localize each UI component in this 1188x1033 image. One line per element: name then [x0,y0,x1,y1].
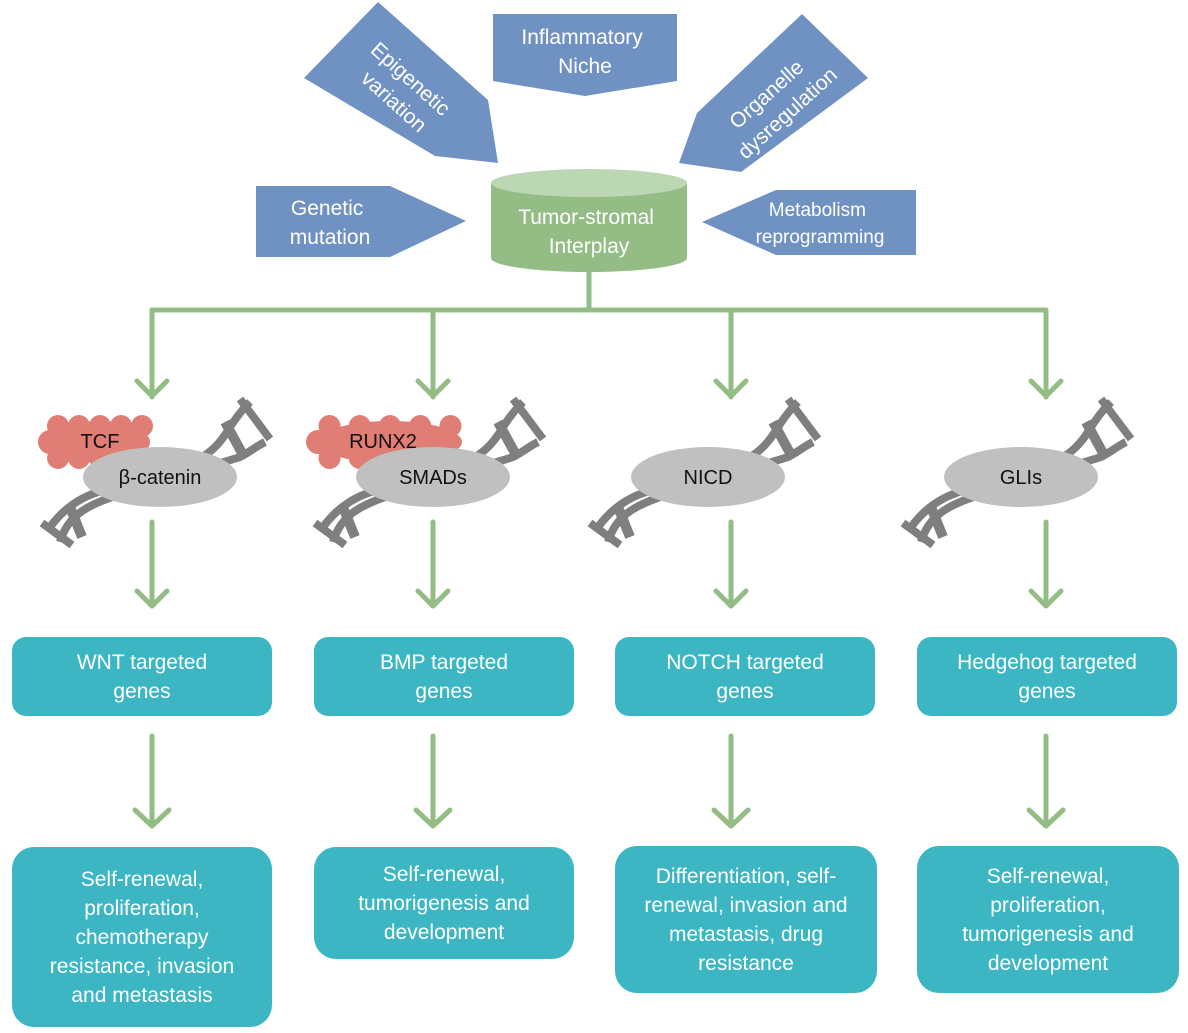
wnt-outcome-label: Self-renewal, proliferation, chemotherap… [49,867,235,1007]
hedgehog-genes-box: Hedgehog targeted genes [917,637,1177,716]
bmp-cofactor-bump [348,415,371,437]
wnt-factor-group: TCF β-catenin [38,396,274,549]
bmp-factor-ellipse [356,447,510,507]
notch-factor-ellipse [631,447,785,507]
bmp-cofactor-bump [318,447,341,469]
input-arrow-genetic: Genetic mutation [256,186,466,257]
bmp-genes-label: BMP targeted genes [379,650,509,703]
notch-dna-rung-2 [613,505,635,539]
wnt-cofactor-bump [68,447,90,469]
notch-dna-rung-4 [784,396,822,442]
wnt-genes-to-outcome-arrowhead-icon [132,807,172,829]
notch-factor-to-genes-arrowhead-icon [713,588,749,609]
notch-outcome-label: Differentiation, self-renewal, invasion … [644,864,848,975]
wnt-factor-ellipse [83,447,237,507]
bmp-branch-arrowhead-icon [415,378,451,399]
hub-label-line2: Interplay [549,235,630,258]
input-arrow-metabolism: Metabolism reprogramming [702,190,916,255]
wnt-dna-rung-1 [39,519,75,549]
wnt-cofactor-bump [38,430,62,454]
bmp-cofactor-bump [379,415,401,437]
notch-genes-to-outcome-arrowhead-icon [711,807,751,829]
bmp-cofactor-bump [318,415,341,437]
wnt-cofactor-bump [68,415,90,437]
bmp-cofactor-bump [439,415,462,437]
wnt-cofactor-bump [131,415,153,437]
wnt-factor-label: β-catenin [119,467,202,489]
connector-tree [132,267,1066,829]
hedgehog-factor-label: GLIs [1000,467,1042,489]
wnt-dna-rung-2 [65,505,87,539]
notch-dna-rung-3 [768,419,795,456]
input-arrow-epigenetic: Epigenetic variation [304,2,498,163]
bmp-dna-rung-2 [338,505,360,539]
svg-text:Tumor-stromal Interplay: Tumor-stromal Interplay [518,206,660,258]
hedgehog-dna-rung-1 [900,519,936,549]
wnt-genes-box: WNT targeted genes [12,637,272,716]
hedgehog-genes-to-outcome-arrowhead-icon [1026,807,1066,829]
bmp-outcome-box: Self-renewal, tumorigenesis and developm… [314,847,574,959]
wnt-cofactor-bump [89,415,111,437]
hedgehog-dna-rung-2 [926,505,948,539]
metabolism-label-line1: Metabolism [769,200,866,221]
notch-factor-label: NICD [684,467,733,489]
inflammatory-label-line2: Niche [558,55,612,78]
bmp-cofactor-label: RUNX2 [349,431,417,453]
wnt-cofactor-label: TCF [81,431,120,453]
hedgehog-genes-label: Hedgehog targeted genes [957,650,1137,703]
hedgehog-factor-group: GLIs [900,396,1135,549]
hedgehog-factor-to-genes-arrowhead-icon [1028,588,1064,609]
hedgehog-dna-rung-4 [1097,396,1135,442]
input-arrow-organelle: Organelle dysregulation [679,14,868,172]
notch-factor-group: NICD [587,396,822,549]
hedgehog-factor-ellipse [944,447,1098,507]
notch-outcome-box: Differentiation, self-renewal, invasion … [615,846,877,993]
bmp-cofactor-bump [409,415,432,437]
bmp-outcome-label: Self-renewal, tumorigenesis and developm… [358,862,530,944]
bmp-dna-rung-4 [509,396,547,442]
svg-text:Metabolism reprogramming: Metabolism reprogramming [756,200,885,248]
hedgehog-outcome-box: Self-renewal, proliferation, tumorigenes… [917,846,1179,993]
bmp-factor-label: SMADs [399,467,467,489]
bmp-cofactor-bump [306,430,330,454]
inflammatory-label-line1: Inflammatory [521,26,643,49]
wnt-factor-to-genes-arrowhead-icon [134,588,170,609]
hedgehog-branch-arrowhead-icon [1028,378,1064,399]
svg-text:Inflammatory Niche: Inflammatory Niche [521,26,648,78]
bmp-dna-rung-1 [312,519,348,549]
bmp-genes-box: BMP targeted genes [314,637,574,716]
wnt-cofactor-bump [110,415,132,437]
hub-cylinder: Tumor-stromal Interplay [491,169,687,272]
wnt-branch-arrowhead-icon [134,378,170,399]
wnt-dna-rung-4 [236,396,274,442]
wnt-dna-rung-3 [220,419,247,456]
hedgehog-dna-rung-3 [1081,419,1108,456]
bmp-genes-to-outcome-arrowhead-icon [413,807,453,829]
notch-branch-arrowhead-icon [713,378,749,399]
notch-dna-rung-1 [587,519,623,549]
genetic-label-line2: mutation [290,226,371,249]
wnt-genes-label: WNT targeted genes [76,650,208,703]
bmp-dna-rung-3 [493,419,520,456]
notch-genes-label: NOTCH targeted genes [666,650,824,703]
wnt-outcome-box: Self-renewal, proliferation, chemotherap… [12,847,272,1027]
metabolism-label-line2: reprogramming [756,227,885,248]
input-arrow-inflammatory: Inflammatory Niche [493,14,677,96]
svg-text:Genetic mutation: Genetic mutation [290,197,371,249]
hedgehog-outcome-label: Self-renewal, proliferation, tumorigenes… [962,864,1134,975]
hub-label-line1: Tumor-stromal [518,206,654,229]
genetic-label-line1: Genetic [291,197,363,220]
notch-genes-box: NOTCH targeted genes [615,637,875,716]
bmp-factor-to-genes-arrowhead-icon [415,588,451,609]
